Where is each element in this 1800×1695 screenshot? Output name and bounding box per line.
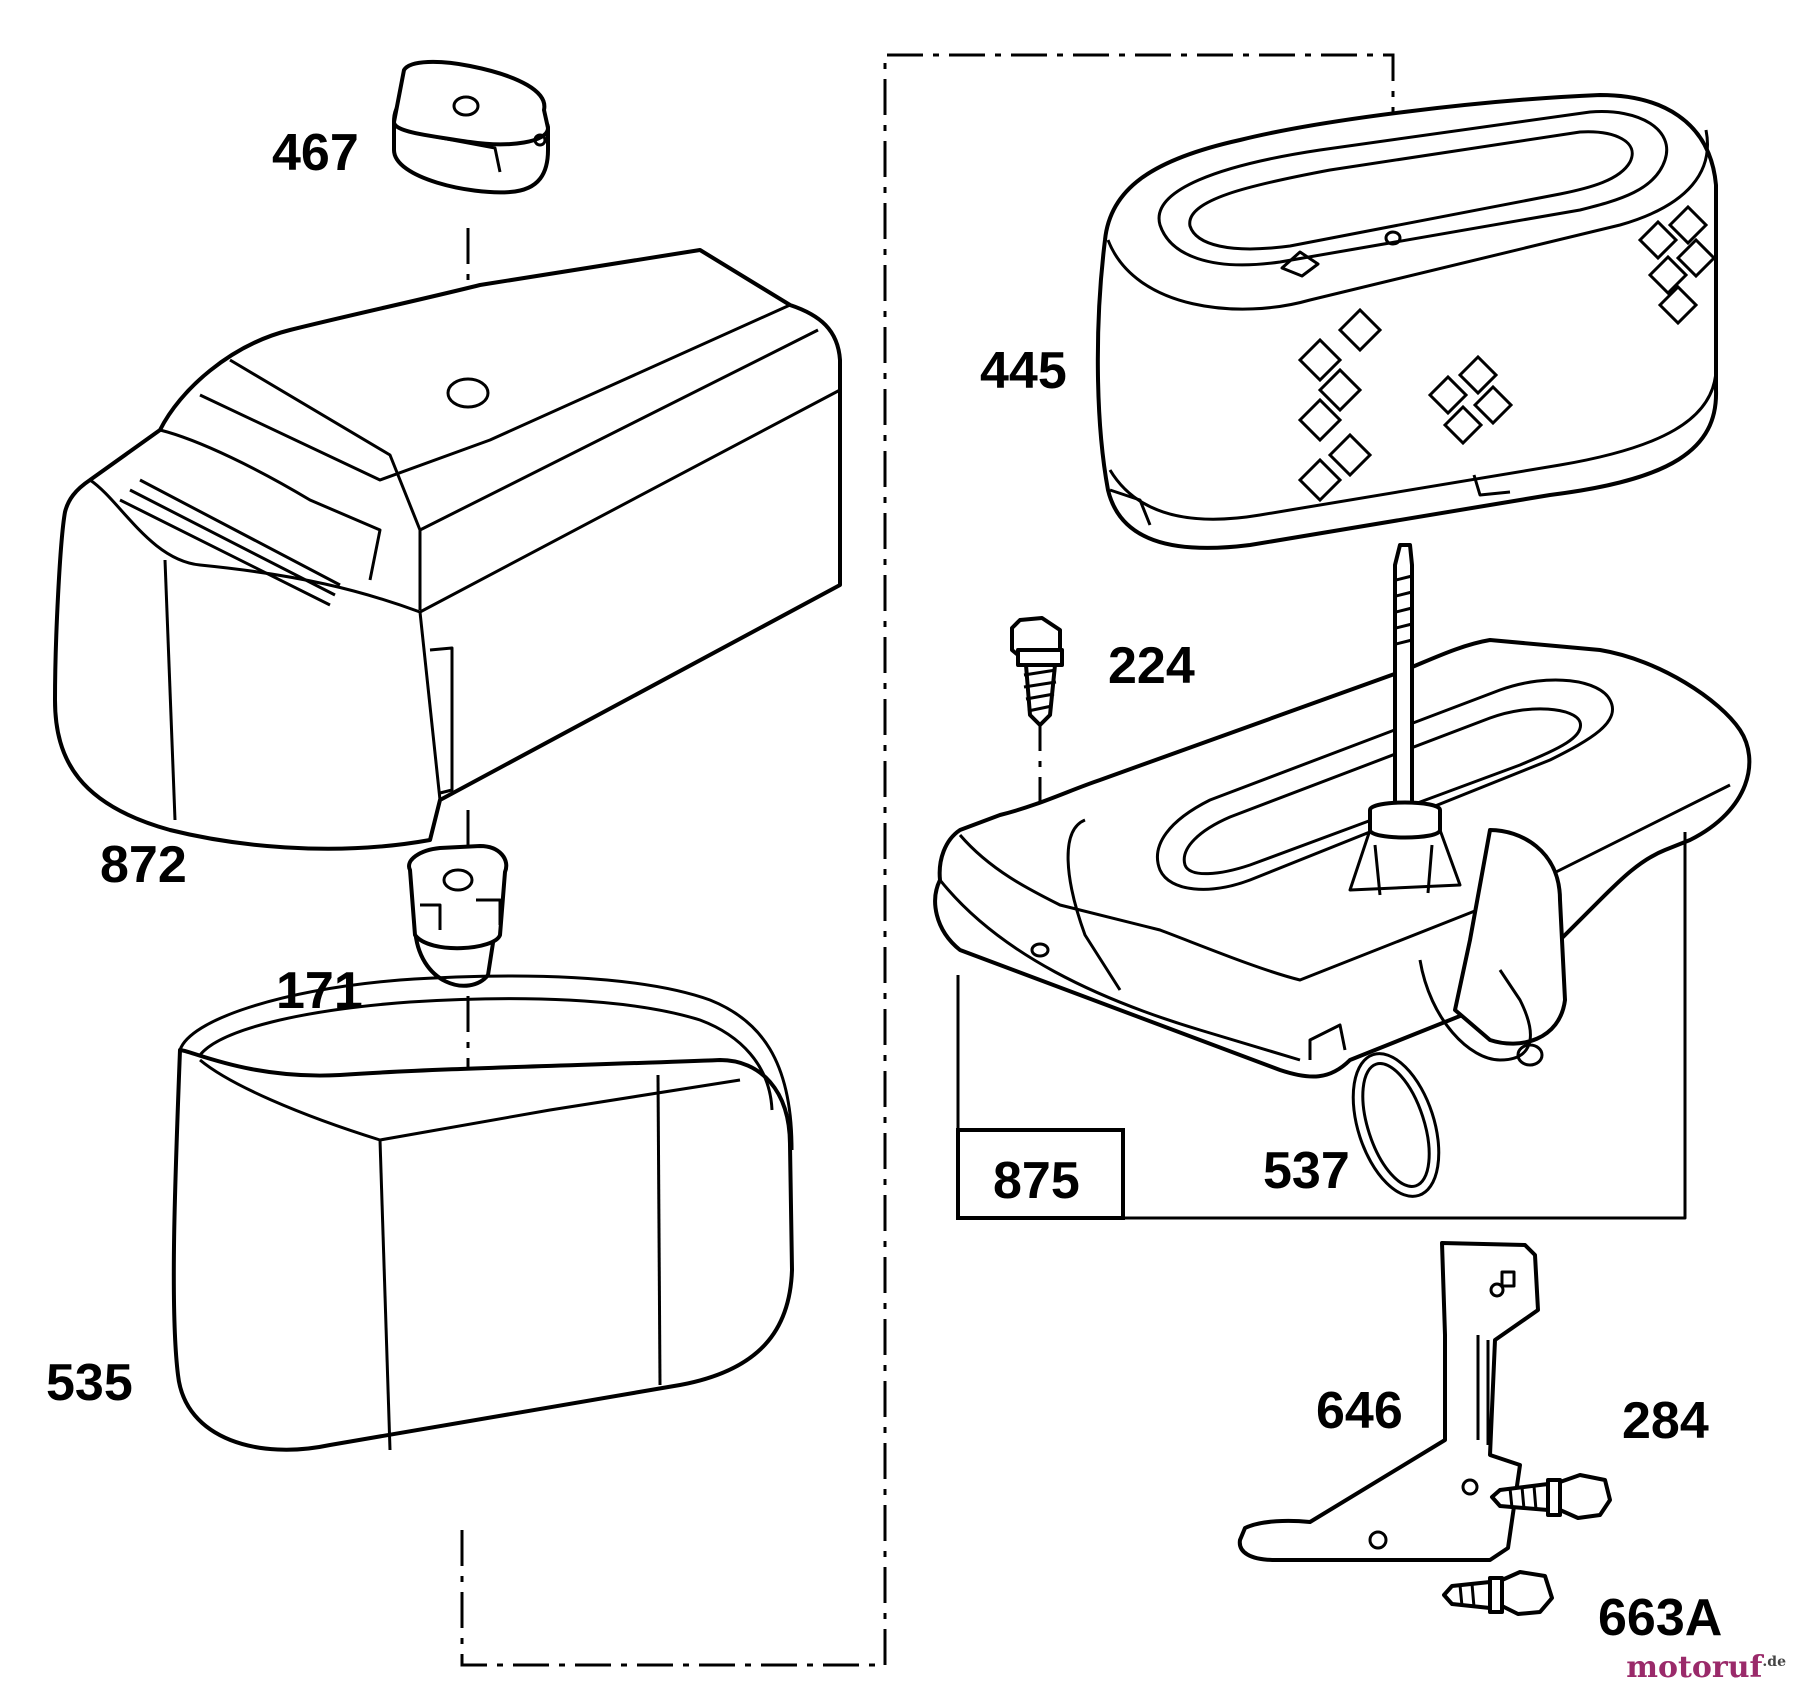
part-labels: 467 872 171 535 445 224 875 537 646 284 …: [46, 124, 1722, 1647]
label-box-875: [956, 1128, 1125, 1220]
part-467-knob: [392, 59, 550, 195]
watermark-name: motoruf: [1626, 1650, 1763, 1685]
label-872: 872: [100, 836, 187, 894]
part-535-precleaner: [171, 974, 794, 1452]
watermark-logo: motoruf.de: [1626, 1650, 1786, 1685]
label-224: 224: [1108, 637, 1195, 695]
part-445-air-filter: [1095, 93, 1719, 550]
part-171-bushing: [407, 844, 509, 988]
part-646-bracket: [1237, 1241, 1540, 1562]
label-646: 646: [1316, 1382, 1403, 1440]
assembly-875-bracket: [956, 832, 1687, 1220]
label-445: 445: [980, 342, 1067, 400]
watermark-suffix: .de: [1762, 1654, 1786, 1670]
label-663a: 663A: [1598, 1589, 1722, 1647]
part-663a-screw: [1442, 1570, 1554, 1616]
label-284: 284: [1622, 1392, 1709, 1450]
label-535: 535: [46, 1354, 133, 1412]
part-537-gasket: [1351, 1052, 1441, 1198]
part-872-cover: [53, 248, 842, 851]
label-875: 875: [993, 1152, 1080, 1210]
label-467: 467: [272, 124, 359, 182]
part-224-screw: [1010, 616, 1064, 727]
part-284-screw: [1490, 1473, 1612, 1520]
label-171: 171: [276, 962, 363, 1020]
part-875-base: [933, 543, 1752, 1079]
label-537: 537: [1263, 1142, 1350, 1200]
